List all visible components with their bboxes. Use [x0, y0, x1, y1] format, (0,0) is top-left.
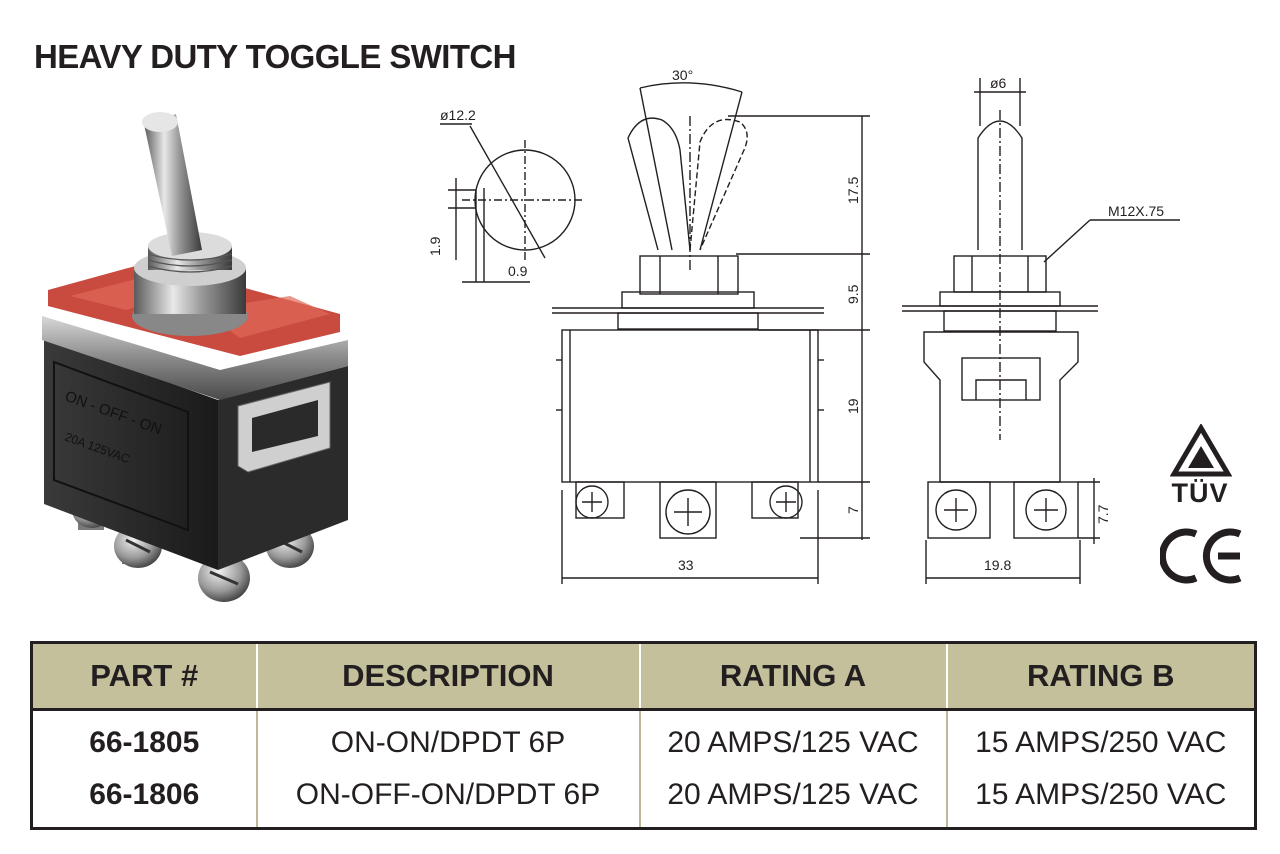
side-view — [902, 78, 1180, 584]
header-rating-a: RATING A — [638, 642, 947, 711]
table-row: 66-1806 ON-OFF-ON/DPDT 6P 20 AMPS/125 VA… — [32, 769, 1256, 829]
part-number: 66-1805 — [89, 726, 200, 759]
dimension-drawing: 30° ø12.2 1.9 0.9 17.5 9.5 19 7 33 ø6 M1… — [427, 67, 1180, 584]
rating-a: 20 AMPS/125 VAC — [638, 769, 947, 829]
front-view — [552, 82, 870, 584]
rating-b: 15 AMPS/250 VAC — [945, 709, 1256, 769]
tuv-triangle-icon — [1170, 424, 1232, 477]
dim-lever-height: 17.5 — [845, 177, 861, 204]
header-rating-b: RATING B — [945, 642, 1256, 711]
toggle-switch-photo: ON - OFF - ON 20A 125VAC — [42, 112, 348, 602]
dim-body-depth: 19.8 — [984, 557, 1011, 573]
certification-marks: TÜV — [1150, 418, 1260, 598]
front-terminals — [575, 481, 803, 539]
dim-side-terminal-height: 7.7 — [1095, 504, 1111, 524]
table-header-row: PART # DESCRIPTION RATING A RATING B — [31, 642, 1256, 711]
dim-terminal-height: 7 — [845, 506, 861, 514]
dim-thread: M12X.75 — [1108, 203, 1164, 219]
dim-key-depth: 0.9 — [508, 263, 528, 279]
side-terminals — [927, 481, 1079, 539]
dim-key-width: 1.9 — [427, 236, 443, 256]
part-number: 66-1806 — [89, 778, 200, 811]
ce-mark-icon — [1160, 528, 1242, 584]
dim-body-width: 33 — [678, 557, 694, 573]
dim-lever-diameter: ø6 — [990, 75, 1007, 91]
description: ON-ON/DPDT 6P — [255, 709, 640, 769]
rating-a: 20 AMPS/125 VAC — [638, 709, 947, 769]
spec-table: PART # DESCRIPTION RATING A RATING B 66-… — [30, 641, 1257, 830]
description: ON-OFF-ON/DPDT 6P — [255, 769, 640, 829]
dim-hole-diameter: ø12.2 — [440, 107, 476, 123]
header-description: DESCRIPTION — [255, 642, 640, 711]
product-title: HEAVY DUTY TOGGLE SWITCH — [34, 38, 516, 75]
tuv-mark: TÜV — [1171, 478, 1229, 508]
table-row: 66-1805 ON-ON/DPDT 6P 20 AMPS/125 VAC 15… — [32, 709, 1256, 769]
dim-body-height: 19 — [845, 398, 861, 414]
header-part: PART # — [31, 642, 257, 711]
dim-bushing-height: 9.5 — [845, 284, 861, 304]
dim-angle: 30° — [672, 67, 693, 83]
rating-b: 15 AMPS/250 VAC — [945, 769, 1256, 829]
mounting-hole-detail — [440, 123, 585, 283]
